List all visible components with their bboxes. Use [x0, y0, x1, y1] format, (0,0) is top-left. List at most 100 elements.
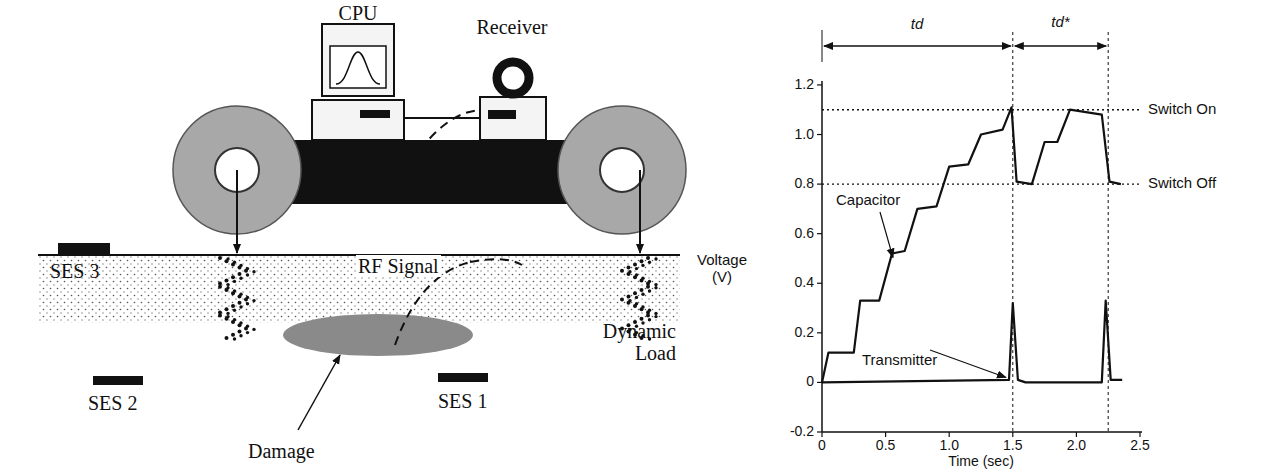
load-dot — [646, 314, 650, 318]
load-dot — [620, 298, 624, 302]
load-dot — [225, 336, 229, 340]
time-marker — [1012, 32, 1013, 432]
sensor-label: SES 2 — [88, 392, 137, 414]
load-dot — [218, 256, 222, 260]
load-dot — [620, 269, 624, 273]
load-dot — [648, 289, 651, 292]
chart — [817, 30, 1142, 437]
load-dot — [231, 304, 235, 308]
load-dot — [633, 291, 637, 295]
device-label: CPU — [339, 2, 378, 24]
tick — [1076, 432, 1077, 437]
damage-label: Damage — [248, 440, 315, 462]
load-dot — [654, 312, 657, 315]
load-arrow — [639, 170, 641, 253]
threshold-label: Switch On — [1148, 101, 1216, 118]
load-dot — [225, 288, 229, 292]
threshold-line — [822, 109, 1140, 110]
tick-label: 1.2 — [795, 77, 814, 92]
load-dot — [654, 315, 657, 318]
load-dot — [646, 256, 650, 260]
tick — [817, 84, 822, 85]
load-dot — [635, 267, 638, 270]
x-axis — [822, 431, 1142, 433]
tick — [1139, 432, 1140, 437]
load-dot — [231, 320, 235, 324]
tick — [817, 134, 822, 135]
load-dot — [627, 266, 631, 270]
load-dot — [225, 259, 229, 263]
time-marker — [1108, 32, 1109, 432]
load-dot — [231, 333, 235, 337]
load-dot — [238, 330, 242, 334]
curve-label: Transmitter — [862, 352, 937, 369]
load-dot — [640, 288, 644, 292]
load-dot — [627, 294, 631, 298]
sensor-label: SES 3 — [50, 260, 99, 282]
load-dot — [239, 305, 242, 308]
transmitter-curve — [822, 301, 1122, 383]
wheel — [558, 106, 686, 234]
load-dot — [238, 294, 242, 298]
tick-label: 0 — [818, 438, 826, 453]
tick-label: 1.5 — [1003, 438, 1022, 453]
leader-line — [298, 355, 340, 430]
load-dot — [646, 285, 650, 289]
receiver-panel — [488, 110, 516, 119]
signal-label: RF Signal — [356, 255, 441, 277]
load-dot — [633, 275, 637, 279]
load-dot — [244, 326, 248, 330]
cpu-case — [312, 100, 404, 140]
load-dot — [218, 285, 222, 289]
load-dot — [627, 272, 631, 276]
load-dot — [635, 296, 638, 299]
load-dot — [252, 299, 255, 302]
tick — [817, 283, 822, 284]
load-label: Dynamic Load — [594, 320, 676, 364]
load-dot — [640, 278, 644, 282]
load-dot — [640, 259, 644, 263]
load-dot — [225, 317, 229, 321]
load-dot — [218, 314, 222, 318]
tick-label: 1.0 — [939, 438, 958, 453]
receiver-box — [480, 97, 546, 140]
tick-label: 1.0 — [795, 127, 814, 142]
antenna-coil — [497, 62, 529, 94]
tick-label: 0.6 — [795, 226, 814, 241]
threshold-label: Switch Off — [1148, 175, 1216, 192]
load-dot — [233, 309, 236, 312]
load-dot — [239, 277, 242, 280]
load-dot — [233, 337, 236, 340]
axis-title: Voltage (V) — [689, 252, 755, 285]
dynamic-load-waves — [218, 256, 658, 341]
tick-label: 0.5 — [876, 438, 895, 453]
tick-label: 0.2 — [795, 325, 814, 340]
load-dot — [627, 301, 631, 305]
time-marker — [822, 30, 823, 62]
tick — [817, 332, 822, 333]
sensor — [58, 243, 110, 255]
screen-pulse — [336, 52, 380, 84]
threshold-line — [822, 183, 1140, 184]
load-arrow — [236, 170, 238, 253]
load-dot — [239, 334, 242, 337]
sensor-label: SES 1 — [438, 390, 487, 412]
tick — [1012, 432, 1013, 437]
device-label: Receiver — [476, 16, 547, 38]
tick — [817, 184, 822, 185]
load-dot — [654, 286, 657, 289]
tick-label: 0 — [806, 374, 814, 389]
interval-label: td — [911, 16, 924, 33]
tick-label: -0.2 — [790, 424, 814, 439]
load-dot — [231, 262, 235, 266]
load-dot — [246, 302, 249, 305]
tick — [817, 233, 822, 234]
load-dot — [231, 291, 235, 295]
interval-arrow — [824, 45, 1011, 46]
capacitor-curve — [822, 107, 1121, 382]
screen — [330, 46, 386, 88]
load-dot — [226, 312, 229, 315]
load-dot — [648, 261, 651, 264]
